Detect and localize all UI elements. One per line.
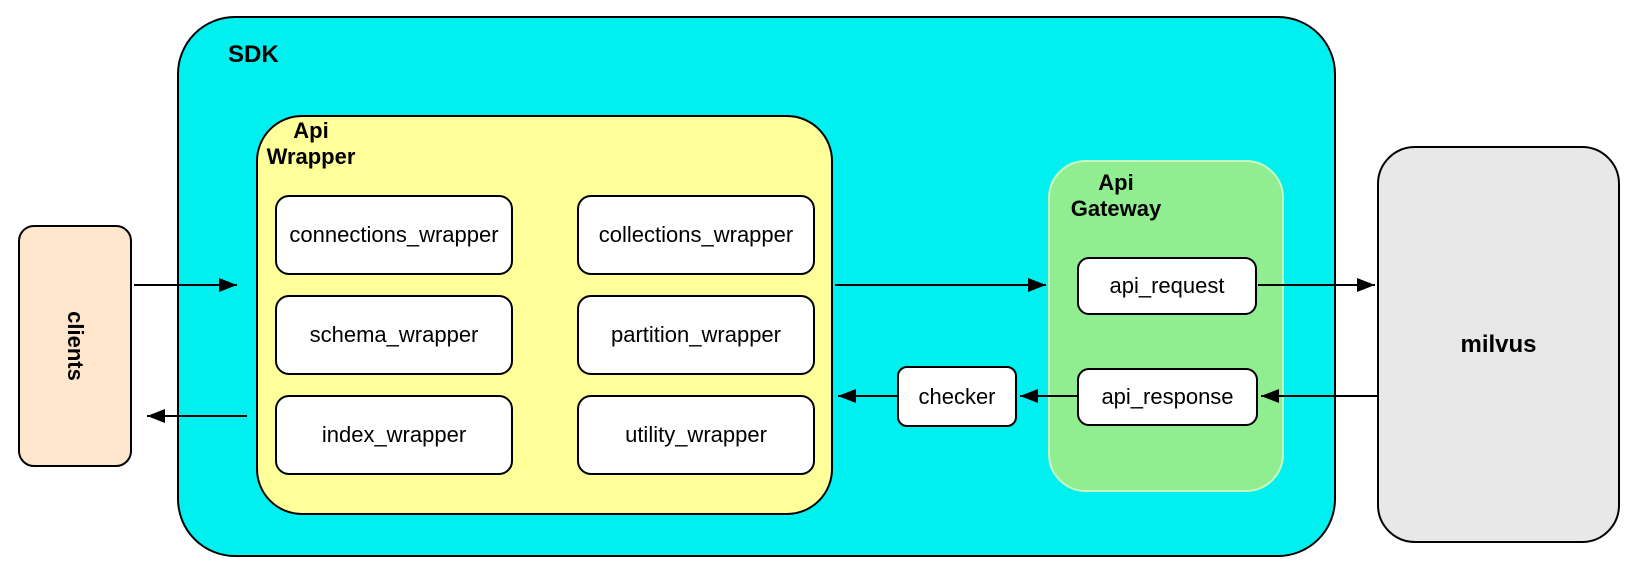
collections-wrapper-label: collections_wrapper: [598, 222, 794, 247]
api-gateway-label: Api Gateway: [1070, 170, 1162, 221]
clients-label: clients: [62, 311, 88, 381]
checker-label: checker: [918, 383, 996, 409]
node-schema-wrapper: schema_wrapper: [275, 295, 513, 375]
node-milvus: milvus: [1377, 146, 1620, 543]
utility-wrapper-label: utility_wrapper: [625, 422, 767, 447]
node-partition-wrapper: partition_wrapper: [577, 295, 815, 375]
api-request-label: api_request: [1109, 273, 1225, 298]
partition-wrapper-label: partition_wrapper: [611, 322, 781, 347]
node-connections-wrapper: connections_wrapper: [275, 195, 513, 275]
schema-wrapper-label: schema_wrapper: [309, 322, 479, 347]
node-api-gateway: [1048, 160, 1284, 492]
node-index-wrapper: index_wrapper: [275, 395, 513, 475]
index-wrapper-label: index_wrapper: [321, 422, 467, 447]
node-api-response: api_response: [1077, 368, 1258, 426]
node-clients: clients: [18, 225, 132, 467]
milvus-label: milvus: [1460, 330, 1537, 358]
sdk-label: SDK: [228, 41, 279, 68]
node-api-request: api_request: [1077, 257, 1257, 315]
node-checker: checker: [897, 366, 1017, 427]
connections-wrapper-label: connections_wrapper: [289, 222, 499, 247]
api-wrapper-label: Api Wrapper: [266, 118, 356, 169]
node-utility-wrapper: utility_wrapper: [577, 395, 815, 475]
node-collections-wrapper: collections_wrapper: [577, 195, 815, 275]
api-response-label: api_response: [1101, 384, 1234, 409]
